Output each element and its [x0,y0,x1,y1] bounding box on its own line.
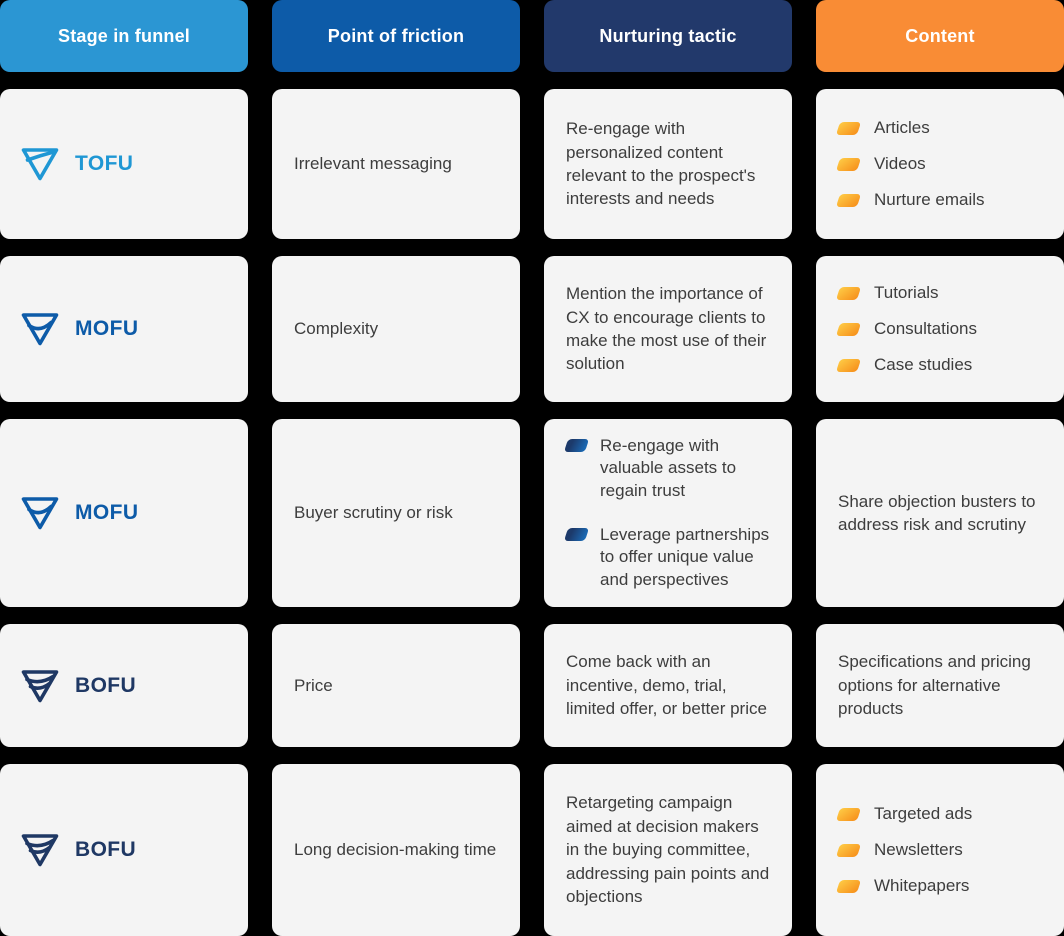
funnel-icon [21,669,59,702]
list-item: Nurture emails [835,190,1052,210]
tactic-cell-row3: Re-engage with valuable assets to regain… [544,419,792,607]
list-item: Consultations [835,319,1052,339]
list-item: Case studies [835,355,1052,375]
friction-cell-row4: Price [272,624,520,747]
stage-cell-row4: BOFU [0,624,248,747]
stage-label: MOFU [75,317,139,340]
stage-label: BOFU [75,673,137,697]
friction-cell-row3: Buyer scrutiny or risk [272,419,520,607]
parallelogram-bullet-icon [563,528,590,541]
tactic-cell-row4: Come back with an incentive, demo, trial… [544,624,792,747]
tactic-cell-row5: Retargeting campaign aimed at decision m… [544,764,792,936]
friction-cell-row2: Complexity [272,256,520,402]
friction-cell-row5: Long decision-making time [272,764,520,936]
friction-text: Buyer scrutiny or risk [294,503,453,523]
tactic-text: Mention the importance of CX to encourag… [566,284,767,374]
tactic-cell-row2: Mention the importance of CX to encourag… [544,256,792,402]
header-nurturing-tactic: Nurturing tactic [544,0,792,72]
funnel-icon [21,834,59,867]
tactic-bullet-item: Re-engage with valuable assets to regain… [563,435,780,502]
content-item-label: Targeted ads [874,804,973,823]
content-item-label: Consultations [874,319,978,338]
tactic-bullet-text: Leverage partnerships to offer unique va… [600,525,770,589]
content-item-label: Tutorials [874,283,939,302]
content-item-label: Nurture emails [874,190,985,209]
stage-label: MOFU [75,501,139,524]
list-item: Videos [835,154,1052,174]
parallelogram-bullet-icon [835,121,862,135]
stage-label: TOFU [75,152,134,175]
stage-cell-row2: MOFU [0,256,248,402]
tactic-bullet-text: Re-engage with valuable assets to regain… [600,435,737,500]
tactic-text: Retargeting campaign aimed at decision m… [566,793,770,907]
content-text: Specifications and pricing options for a… [838,652,1031,719]
parallelogram-bullet-icon [563,438,590,452]
list-item: Tutorials [835,283,1052,303]
header-label: Stage in funnel [57,25,190,46]
parallelogram-bullet-icon [835,879,862,893]
parallelogram-bullet-icon [835,358,862,372]
stage-label: BOFU [75,838,137,861]
tactic-bullet-item: Leverage partnerships to offer unique va… [563,524,780,591]
parallelogram-bullet-icon [835,193,862,207]
friction-cell-row1: Irrelevant messaging [272,89,520,239]
content-cell-row3: Share objection busters to address risk … [816,419,1064,607]
header-stage-in-funnel: Stage in funnel [0,0,248,72]
content-item-label: Whitepapers [874,876,970,895]
funnel-icon [21,497,59,530]
funnel-icon [21,148,59,181]
content-item-label: Articles [874,118,930,137]
content-item-label: Newsletters [874,840,963,859]
header-label: Nurturing tactic [599,25,737,46]
list-item: Articles [835,118,1052,138]
list-item: Whitepapers [835,876,1052,896]
list-item: Newsletters [835,840,1052,860]
parallelogram-bullet-icon [835,322,862,336]
tactic-cell-row1: Re-engage with personalized content rele… [544,89,792,239]
friction-text: Complexity [294,319,379,339]
stage-cell-row5: BOFU [0,764,248,936]
list-item: Targeted ads [835,804,1052,824]
parallelogram-bullet-icon [835,157,862,171]
parallelogram-bullet-icon [835,807,862,821]
content-item-label: Videos [874,154,926,173]
content-item-label: Case studies [874,355,973,374]
header-point-of-friction: Point of friction [272,0,520,72]
stage-cell-row1: TOFU [0,89,248,239]
content-cell-row4: Specifications and pricing options for a… [816,624,1064,747]
content-text: Share objection busters to address risk … [838,491,1036,534]
header-label: Content [905,25,975,46]
content-cell-row1: Articles Videos Nurture emails [816,89,1064,239]
tactic-text: Come back with an incentive, demo, trial… [566,652,767,719]
header-content: Content [816,0,1064,72]
funnel-icon [21,313,59,346]
friction-text: Long decision-making time [294,840,497,860]
parallelogram-bullet-icon [835,843,862,857]
header-label: Point of friction [327,25,465,46]
friction-text: Price [294,675,333,695]
content-cell-row2: Tutorials Consultations Case studies [816,256,1064,402]
parallelogram-bullet-icon [835,286,862,300]
tactic-text: Re-engage with personalized content rele… [566,119,756,209]
stage-cell-row3: MOFU [0,419,248,607]
friction-text: Irrelevant messaging [294,154,452,174]
content-cell-row5: Targeted ads Newsletters Whitepapers [816,764,1064,936]
